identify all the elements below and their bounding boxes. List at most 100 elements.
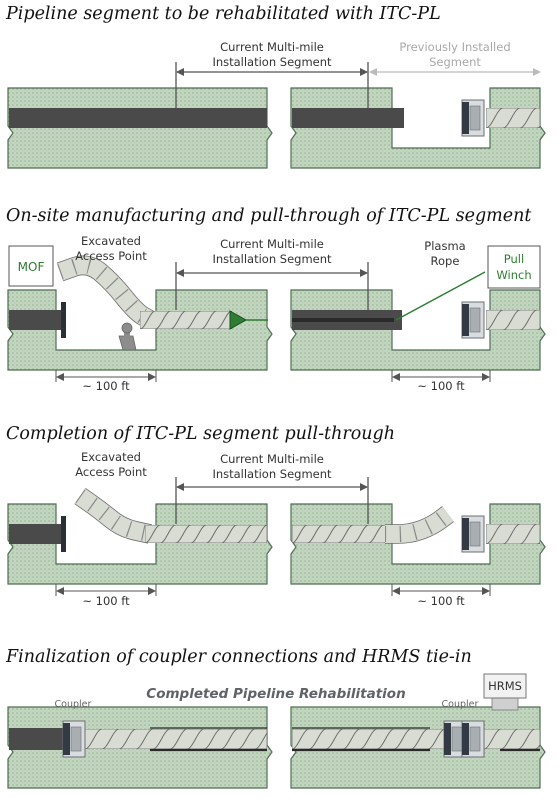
- rope-curve: [74, 487, 153, 544]
- support-roller: [121, 322, 133, 334]
- rope-strand: [236, 525, 253, 543]
- ground-left: [7, 503, 273, 585]
- access-point-label: Excavated: [81, 234, 141, 248]
- rope-body: [484, 729, 540, 749]
- rope-strand: [101, 729, 120, 749]
- coupler-flange: [462, 723, 469, 755]
- coupler-flange: [63, 723, 70, 755]
- distance-label: ~ 100 ft: [417, 594, 465, 608]
- coupler: [461, 301, 485, 339]
- rope-body: [292, 729, 448, 749]
- current-segment-label: Current Multi-mile: [220, 452, 324, 466]
- current-segment-label: Installation Segment: [212, 55, 332, 69]
- rope-strand: [337, 525, 354, 543]
- pull-winch-box: [487, 245, 541, 289]
- rope-strand: [410, 729, 429, 749]
- caption-3: Completion of ITC-PL segment pull-throug…: [6, 424, 395, 444]
- coupler: [461, 720, 485, 758]
- old-pipe: [9, 728, 65, 750]
- rope-strand: [251, 525, 267, 543]
- rope-segment: [85, 729, 267, 749]
- rope-body: [486, 524, 540, 544]
- rope-strand: [140, 311, 156, 329]
- flange: [61, 302, 66, 338]
- rope-strand: [322, 525, 339, 543]
- distance-label: ~ 100 ft: [82, 379, 130, 393]
- rope-strand: [152, 729, 171, 749]
- rope-strand: [536, 327, 540, 330]
- rope-strand: [536, 541, 540, 544]
- rope-segment: [486, 524, 540, 544]
- rope-strand: [220, 729, 239, 749]
- rope-strand: [206, 525, 222, 543]
- plasma-rope: [395, 271, 486, 321]
- rope-body: [292, 525, 392, 543]
- coupler-body: [70, 726, 82, 752]
- access-point-label: Access Point: [75, 249, 147, 263]
- rope-body: [486, 108, 540, 128]
- panel-1: Current Multi-mile Installation Segment …: [7, 40, 546, 169]
- panel-3: Excavated Access Point Current Multi-mil…: [7, 450, 546, 608]
- rope-strand: [186, 729, 205, 749]
- rope-strand: [185, 311, 202, 329]
- rope-strand: [135, 729, 154, 749]
- rope-body: [85, 729, 267, 749]
- rope-body: [140, 311, 232, 329]
- old-pipe: [9, 524, 61, 544]
- rope-segment: [484, 729, 540, 749]
- coupler-body: [469, 726, 481, 752]
- pull-head: [229, 310, 248, 330]
- coupler-body: [469, 307, 481, 333]
- mof-box: [8, 245, 54, 287]
- rope-strand: [519, 310, 538, 330]
- rope-strand: [237, 729, 256, 749]
- caption-4: Finalization of coupler connections and …: [6, 647, 472, 667]
- rope-strand: [534, 743, 540, 749]
- rope-strand: [190, 525, 207, 543]
- coupler-flange: [462, 102, 469, 134]
- current-segment-label: Installation Segment: [212, 252, 332, 266]
- rope-strand: [486, 524, 504, 544]
- plasma-rope-label: Plasma: [424, 239, 465, 253]
- rope-strand: [201, 311, 217, 329]
- rope-strand: [486, 310, 504, 330]
- access-point-label: Access Point: [75, 465, 147, 479]
- rope-strand: [145, 525, 161, 543]
- rope-strand: [517, 729, 536, 749]
- rope-strand: [85, 729, 103, 749]
- rope-body: [486, 310, 540, 330]
- rope-strand: [519, 524, 538, 544]
- rope-strand: [502, 310, 521, 330]
- rope-strand: [519, 108, 538, 128]
- rope-strand: [118, 729, 137, 749]
- old-pipe: [9, 310, 61, 330]
- rope-strand: [536, 125, 540, 128]
- rope-strand: [342, 729, 361, 749]
- previous-segment-label: Previously Installed: [399, 40, 510, 54]
- caption-2: On-site manufacturing and pull-through o…: [6, 206, 532, 226]
- old-pipe: [292, 108, 404, 128]
- rope-strand: [325, 729, 344, 749]
- rope-strand: [359, 729, 378, 749]
- pipe-liner: [292, 318, 394, 322]
- access-point-label: Excavated: [81, 450, 141, 464]
- rope-strand: [376, 729, 395, 749]
- plasma-rope-label: Rope: [431, 254, 460, 268]
- rope-strand: [353, 525, 369, 543]
- rope-segment: [486, 108, 540, 128]
- coupler: [461, 99, 485, 137]
- rope-segment: [292, 729, 448, 749]
- rope-strand: [500, 729, 519, 749]
- distance-label: ~ 100 ft: [82, 594, 130, 608]
- coupler-flange: [462, 518, 469, 550]
- mof-label: MOF: [18, 260, 45, 274]
- coupler-label: Coupler: [55, 699, 92, 710]
- rope-strand: [486, 108, 504, 128]
- rope-strand: [203, 729, 222, 749]
- rope-strand: [502, 108, 521, 128]
- rope-strand: [160, 525, 176, 543]
- coupler-body: [469, 105, 481, 131]
- support-stand: [118, 335, 137, 351]
- coupler-body: [451, 726, 463, 752]
